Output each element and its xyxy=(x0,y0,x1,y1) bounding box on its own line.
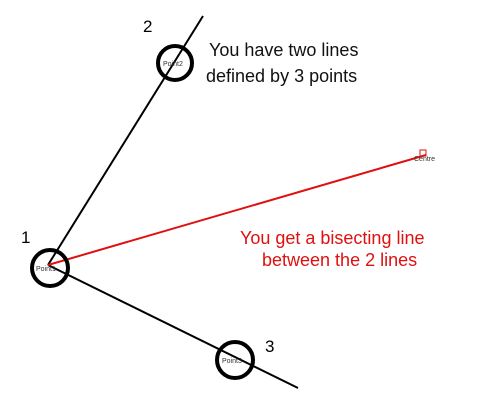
point1-number: 1 xyxy=(21,228,30,247)
line-point1-point2 xyxy=(47,15,204,266)
point1-marker xyxy=(30,248,70,288)
point3-label: Point3 xyxy=(222,358,242,365)
bottom-note-line-1: You get a bisecting line xyxy=(240,228,424,248)
point1-label: Point1 xyxy=(36,266,56,273)
point3-number: 3 xyxy=(265,337,274,356)
point2-label: Point2 xyxy=(163,61,183,68)
top-note-line-2: defined by 3 points xyxy=(206,66,357,86)
line-point1-point3 xyxy=(47,264,299,389)
point3-marker xyxy=(215,340,255,380)
bottom-note-line-2: between the 2 lines xyxy=(262,250,417,270)
point2-marker xyxy=(156,44,194,82)
bisecting-line xyxy=(47,154,427,266)
point2-number: 2 xyxy=(143,17,152,36)
centre-marker xyxy=(419,149,427,157)
centre-label: Centre xyxy=(414,156,435,163)
top-note-line-1: You have two lines xyxy=(209,40,358,60)
